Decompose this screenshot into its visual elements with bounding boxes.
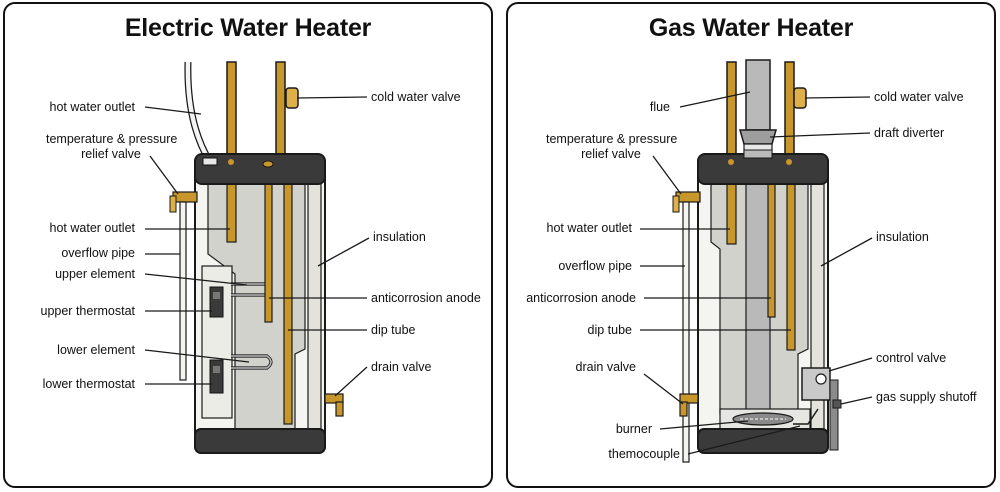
lower-thermostat-icon (209, 359, 224, 394)
tank-top (194, 153, 326, 185)
cold-pipe-top (275, 61, 286, 163)
label-upper-element: upper element (55, 267, 135, 281)
label-gas-drain-valve: drain valve (575, 360, 636, 374)
insulation-layer (307, 178, 322, 442)
cold-water-valve-icon (285, 87, 299, 109)
label-flue: flue (649, 100, 670, 114)
label-thermocouple: themocouple (608, 447, 680, 461)
cold-pipe-top-gas (784, 61, 795, 163)
label-hot-water-outlet: hot water outlet (49, 221, 135, 235)
label-insulation: insulation (373, 230, 426, 244)
cold-water-valve-icon-gas (793, 87, 807, 109)
label-dip-tube: dip tube (371, 323, 416, 337)
label-burner: burner (615, 422, 652, 436)
label-drain-valve: drain valve (371, 360, 432, 374)
gas-overflow-pipe-icon (682, 201, 690, 463)
overflow-pipe-icon (179, 201, 187, 381)
label-gas-supply-shutoff: gas supply shutoff (876, 390, 977, 404)
label-draft-diverter: draft diverter (874, 126, 945, 140)
hot-pipe-top-gas (726, 61, 737, 163)
hot-water-outlet-pipe (226, 181, 237, 243)
leader-lines (144, 96, 370, 397)
gas-heater-title: Gas Water Heater (648, 14, 854, 42)
label-gas-overflow-pipe: overflow pipe (558, 259, 632, 273)
hot-pipe-top (226, 61, 237, 163)
label-hot-water-outlet-top: hot water outlet (49, 100, 135, 114)
gas-dip-tube (786, 181, 796, 351)
label-lower-element: lower element (57, 343, 135, 357)
gas-heater-panel: Gas Water Heater (506, 2, 996, 488)
label-gas-cold-water-valve: cold water valve (874, 90, 964, 104)
upper-thermostat-icon (209, 286, 224, 318)
label-gas-dip-tube: dip tube (587, 323, 632, 337)
gas-tank-base (697, 428, 829, 454)
label-upper-thermostat: upper thermostat (40, 304, 136, 318)
gas-tp-relief-valve-icon (675, 191, 701, 203)
gas-anode-rod (767, 181, 776, 318)
electric-heater-title: Electric Water Heater (124, 14, 372, 42)
label-gas-tp-relief-valve: temperature & pressure relief valve (546, 132, 678, 161)
label-anticorrosion-anode: anticorrosion anode (371, 291, 481, 305)
label-overflow-pipe: overflow pipe (61, 246, 135, 260)
drain-valve-icon (324, 393, 344, 404)
flue-pipe-top (745, 59, 771, 131)
gas-hot-water-outlet-pipe (726, 181, 737, 245)
gas-supply-shutoff-icon (832, 399, 842, 409)
electric-heater-illustration (144, 61, 370, 454)
label-lower-thermostat: lower thermostat (42, 377, 135, 391)
control-valve-icon (801, 367, 831, 401)
gas-supply-pipe (829, 379, 839, 451)
anode-rod (264, 181, 273, 323)
gas-heater-illustration (640, 59, 873, 463)
gas-drain-valve-icon (679, 393, 699, 404)
label-cold-water-valve: cold water valve (371, 90, 461, 104)
label-tp-relief-valve: temperature & pressure relief valve (46, 132, 178, 161)
gas-insulation-layer (810, 178, 825, 442)
label-control-valve: control valve (876, 351, 947, 365)
label-gas-anticorrosion-anode: anticorrosion anode (526, 291, 636, 305)
dip-tube (283, 181, 293, 425)
tank-base (194, 428, 326, 454)
thermocouple-icon (793, 408, 819, 425)
label-gas-hot-water-outlet: hot water outlet (546, 221, 632, 235)
tp-relief-valve-icon (172, 191, 198, 203)
gas-leader-lines (640, 91, 873, 455)
electric-heater-panel: Electric Water Heater (3, 2, 493, 488)
label-gas-insulation: insulation (876, 230, 929, 244)
flue-pipe-inner (745, 168, 771, 415)
